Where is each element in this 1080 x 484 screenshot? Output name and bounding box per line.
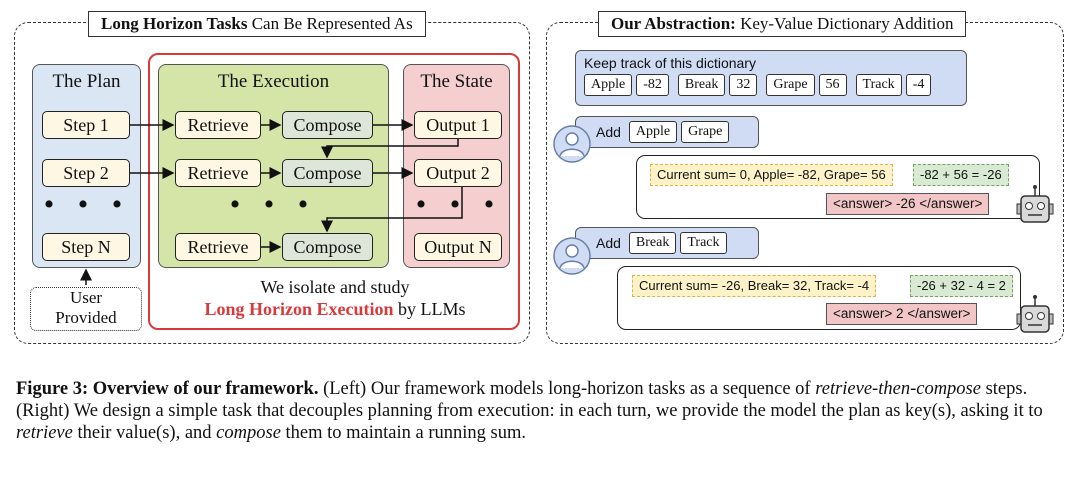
plan-step-2: Step 2: [42, 159, 130, 187]
arrow-output1-compose2: [321, 139, 459, 159]
isolation-line-1: We isolate and study: [260, 277, 410, 297]
retrieve-box-2: Retrieve: [175, 159, 261, 187]
add-label: Add: [596, 124, 621, 140]
isolation-suffix: by LLMs: [398, 299, 466, 319]
arrow-output2-compose-n: [321, 187, 463, 233]
add-key: Break: [628, 232, 677, 254]
dict-value: -4: [905, 74, 932, 96]
retrieve-box-1: Retrieve: [175, 111, 261, 139]
dictionary-box: Keep track of this dictionary Apple -82 …: [575, 50, 967, 106]
flow-arrows: [80, 119, 463, 285]
dict-value: 56: [818, 74, 847, 96]
plan-step-1: Step 1: [42, 111, 130, 139]
user-message-2: Add Break Track: [575, 227, 759, 259]
caption-label: Figure 3:: [16, 379, 89, 399]
add-key: Grape: [681, 121, 730, 143]
user-avatar-icon: [553, 125, 591, 163]
dict-key: Track: [855, 74, 902, 96]
figure-caption: Figure 3: Overview of our framework. (Le…: [16, 379, 1043, 443]
calc-note-1: -82 + 56 = -26: [913, 164, 1009, 186]
plan-step-n: Step N: [42, 233, 130, 261]
plan-title: The Plan: [52, 71, 121, 92]
state-output-n: Output N: [414, 233, 502, 261]
answer-box-1: <answer> -26 </answer>: [826, 193, 990, 215]
isolation-text: We isolate and study Long Horizon Execut…: [160, 276, 510, 320]
dict-key: Grape: [766, 74, 815, 96]
reasoning-note-1: Current sum= 0, Apple= -82, Grape= 56: [650, 164, 893, 186]
isolation-frame: [148, 53, 520, 330]
isolation-line-2: Long Horizon Execution by LLMs: [160, 298, 510, 320]
long-horizon-execution-highlight: Long Horizon Execution: [204, 299, 394, 319]
left-panel-title: Long Horizon Tasks Can Be Represented As: [88, 11, 426, 37]
user-provided-box: [30, 287, 142, 331]
add-label: Add: [596, 235, 621, 251]
user-provided-label: User Provided: [55, 288, 117, 327]
dict-key: Apple: [584, 74, 633, 96]
robot-icon: [1016, 295, 1054, 333]
dictionary-label: Keep track of this dictionary: [584, 55, 756, 71]
state-output-2: Output 2: [414, 159, 502, 187]
add-key: Apple: [628, 121, 678, 143]
dictionary-items: Apple -82 Break 32 Grape 56 Track -4: [584, 74, 958, 96]
caption-title: Overview of our framework.: [92, 379, 319, 399]
add-key: Track: [680, 232, 727, 254]
right-panel-title: Our Abstraction: Key-Value Dictionary Ad…: [598, 11, 967, 37]
user-message-1: Add Apple Grape: [575, 116, 759, 148]
compose-box-1: Compose: [282, 111, 373, 139]
dict-value: -82: [636, 74, 669, 96]
compose-box-n: Compose: [282, 233, 373, 261]
dict-value: 32: [729, 74, 758, 96]
robot-icon: [1016, 185, 1054, 223]
state-output-1: Output 1: [414, 111, 502, 139]
state-title: The State: [420, 71, 493, 92]
answer-box-2: <answer> 2 </answer>: [826, 303, 978, 325]
reasoning-note-2: Current sum= -26, Break= 32, Track= -4: [632, 275, 877, 297]
calc-note-2: -26 + 32 - 4 = 2: [910, 275, 1013, 297]
user-avatar-icon: [553, 237, 591, 275]
dict-key: Break: [677, 74, 726, 96]
execution-title: The Execution: [217, 71, 330, 92]
compose-box-2: Compose: [282, 159, 373, 187]
retrieve-box-n: Retrieve: [175, 233, 261, 261]
